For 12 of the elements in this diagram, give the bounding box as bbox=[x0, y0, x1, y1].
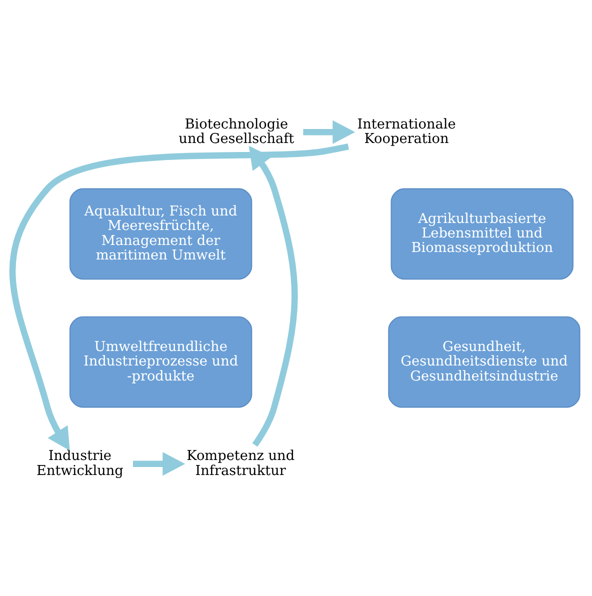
arrow bbox=[9, 144, 349, 451]
node-text: Industrie Entwicklung bbox=[36, 448, 124, 479]
node-box: Umweltfreundliche Industrieprozesse und -produkte bbox=[69, 316, 252, 408]
node-text: Kompetenz und Infrastruktur bbox=[186, 448, 295, 479]
arrow bbox=[248, 146, 298, 447]
node-text: Internationale Kooperation bbox=[357, 116, 456, 148]
node-box: Gesundheit, Gesundheitsdienste und Gesundheitsindustrie bbox=[388, 316, 580, 408]
node-box: Agrikulturbasierte Lebensmittel und Biomasseproduktion bbox=[390, 188, 574, 280]
arrow bbox=[132, 452, 186, 476]
arrow bbox=[303, 120, 356, 144]
node-box: Aquakultur, Fisch und Meeresfrüchte, Management der maritimen Umwelt bbox=[69, 188, 252, 280]
node-text: Biotechnologie und Gesellschaft bbox=[178, 116, 294, 148]
